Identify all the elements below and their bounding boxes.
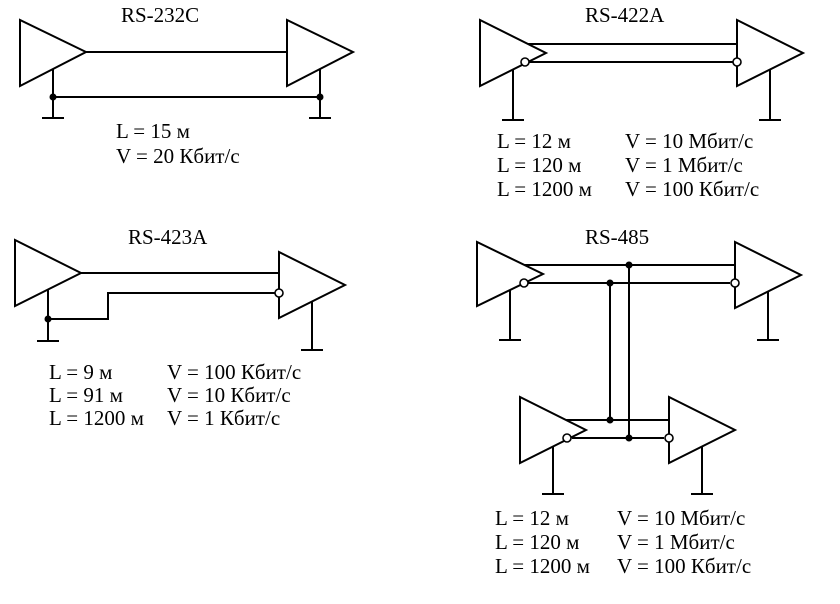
rs485-spec-speed-3: V = 100 Кбит/с xyxy=(617,554,751,578)
rs485-grounds xyxy=(499,290,779,495)
rs423a-title: RS-423A xyxy=(128,225,208,249)
rs485-transmitter-top-invert xyxy=(519,278,529,288)
rs423a-spec-speed-2: V = 10 Кбит/с xyxy=(167,383,291,407)
rs422a-spec-speed-2: V = 1 Мбит/с xyxy=(625,153,743,177)
rs422a-spec-speed-3: V = 100 Кбит/с xyxy=(625,177,759,201)
rs423a-spec-length-3: L = 1200 м xyxy=(49,406,144,430)
rs485-receiver-bottom-invert xyxy=(664,433,674,443)
rs423a-spec-speed-1: V = 100 Кбит/с xyxy=(167,360,301,384)
rs423a-receiver xyxy=(278,250,348,320)
rs485-junction-3 xyxy=(606,416,614,424)
rs232c-title: RS-232C xyxy=(121,3,199,27)
rs422a-spec-length-1: L = 12 м xyxy=(497,129,571,153)
rs485-spec-length-3: L = 1200 м xyxy=(495,554,590,578)
rs422a-grounds xyxy=(502,70,781,121)
rs485-junction-4 xyxy=(625,434,633,442)
rs232c-spec-length: L = 15 м xyxy=(116,119,190,143)
rs422a-receiver xyxy=(736,18,806,88)
rs485-receiver-top xyxy=(734,240,804,310)
rs423a-diagram: RS-423A L = 9 м V = 100 Кбит/с L = 91 м … xyxy=(14,225,348,430)
rs423a-transmitter xyxy=(14,238,84,308)
rs422a-transmitter xyxy=(479,18,549,88)
rs422a-spec-length-2: L = 120 м xyxy=(497,153,581,177)
rs485-spec-length-1: L = 12 м xyxy=(495,506,569,530)
rs485-receiver-bottom xyxy=(668,395,738,465)
rs485-junction-1 xyxy=(625,261,633,269)
rs232c-junction-left xyxy=(49,93,57,101)
rs485-receiver-top-invert xyxy=(730,278,740,288)
rs485-transmitter-bottom-invert xyxy=(562,433,572,443)
rs422a-title: RS-422A xyxy=(585,3,665,27)
rs423a-spec-length-1: L = 9 м xyxy=(49,360,112,384)
rs232c-spec-speed: V = 20 Кбит/с xyxy=(116,144,240,168)
rs423a-spec-speed-3: V = 1 Кбит/с xyxy=(167,406,280,430)
rs232c-junction-right xyxy=(316,93,324,101)
rs422a-transmitter-invert xyxy=(520,57,530,67)
rs422a-receiver-invert xyxy=(732,57,742,67)
rs485-spec-speed-1: V = 10 Мбит/с xyxy=(617,506,745,530)
rs423a-return-line xyxy=(48,292,275,320)
rs485-title: RS-485 xyxy=(585,225,649,249)
rs423a-spec-length-2: L = 91 м xyxy=(49,383,123,407)
rs485-junction-2 xyxy=(606,279,614,287)
rs232c-diagram: RS-232C L = 15 м V = 20 Кбит/с xyxy=(19,3,356,168)
rs485-transmitter-bottom xyxy=(519,395,589,465)
rs485-spec-speed-2: V = 1 Мбит/с xyxy=(617,530,735,554)
rs423a-receiver-invert xyxy=(274,288,284,298)
rs485-diagram: RS-485 L = 12 м xyxy=(476,225,804,578)
rs485-spec-length-2: L = 120 м xyxy=(495,530,579,554)
rs422a-diagram: RS-422A L = 12 м V = 10 Мбит/с L = 120 м… xyxy=(479,3,806,201)
rs422a-spec-speed-1: V = 10 Мбит/с xyxy=(625,129,753,153)
rs422a-spec-length-3: L = 1200 м xyxy=(497,177,592,201)
rs423a-junction xyxy=(44,315,52,323)
